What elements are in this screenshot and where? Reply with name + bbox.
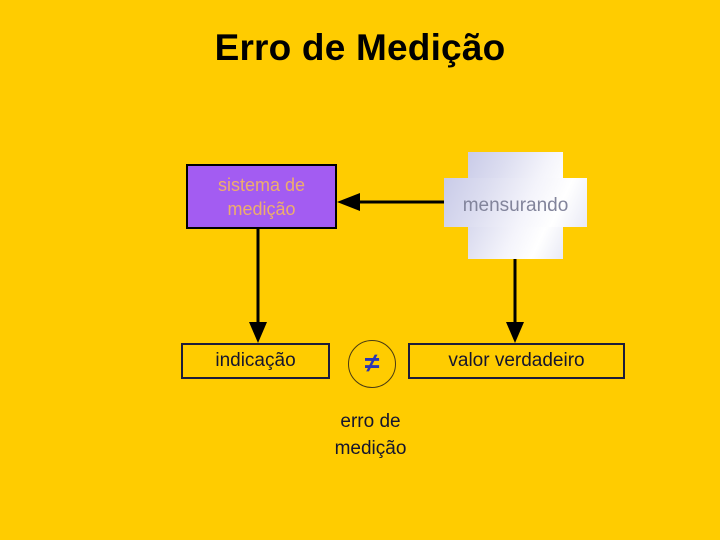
not-equal-icon: ≠ [364, 347, 380, 378]
node-mensurando[interactable]: mensurando [444, 152, 587, 259]
page-title: Erro de Medição [214, 27, 506, 68]
caption-line2: medição [334, 438, 407, 459]
connector-sistema-to-indicacao [249, 229, 267, 343]
node-valor-verdadeiro[interactable]: valor verdadeiro [408, 343, 625, 379]
node-sistema-label-line1: sistema de [217, 174, 306, 195]
connector-mensurando-to-valor [506, 252, 524, 343]
node-sistema-de-medicao[interactable]: sistema de medição [186, 164, 337, 229]
caption-erro-de-medicao: erro de medição [283, 408, 458, 462]
cross-horizontal-bar [444, 178, 587, 227]
node-sistema-label: sistema de medição [218, 173, 305, 221]
node-valor-verdadeiro-label: valor verdadeiro [448, 350, 585, 371]
node-indicacao-label: indicação [215, 350, 296, 371]
connector-mensurando-to-sistema [337, 193, 449, 211]
node-indicacao[interactable]: indicação [181, 343, 330, 379]
node-mensurando-label: mensurando [462, 194, 569, 216]
not-equal-circle[interactable]: ≠ [348, 340, 396, 388]
caption-line1: erro de [340, 411, 401, 432]
node-sistema-label-line2: medição [227, 198, 296, 219]
